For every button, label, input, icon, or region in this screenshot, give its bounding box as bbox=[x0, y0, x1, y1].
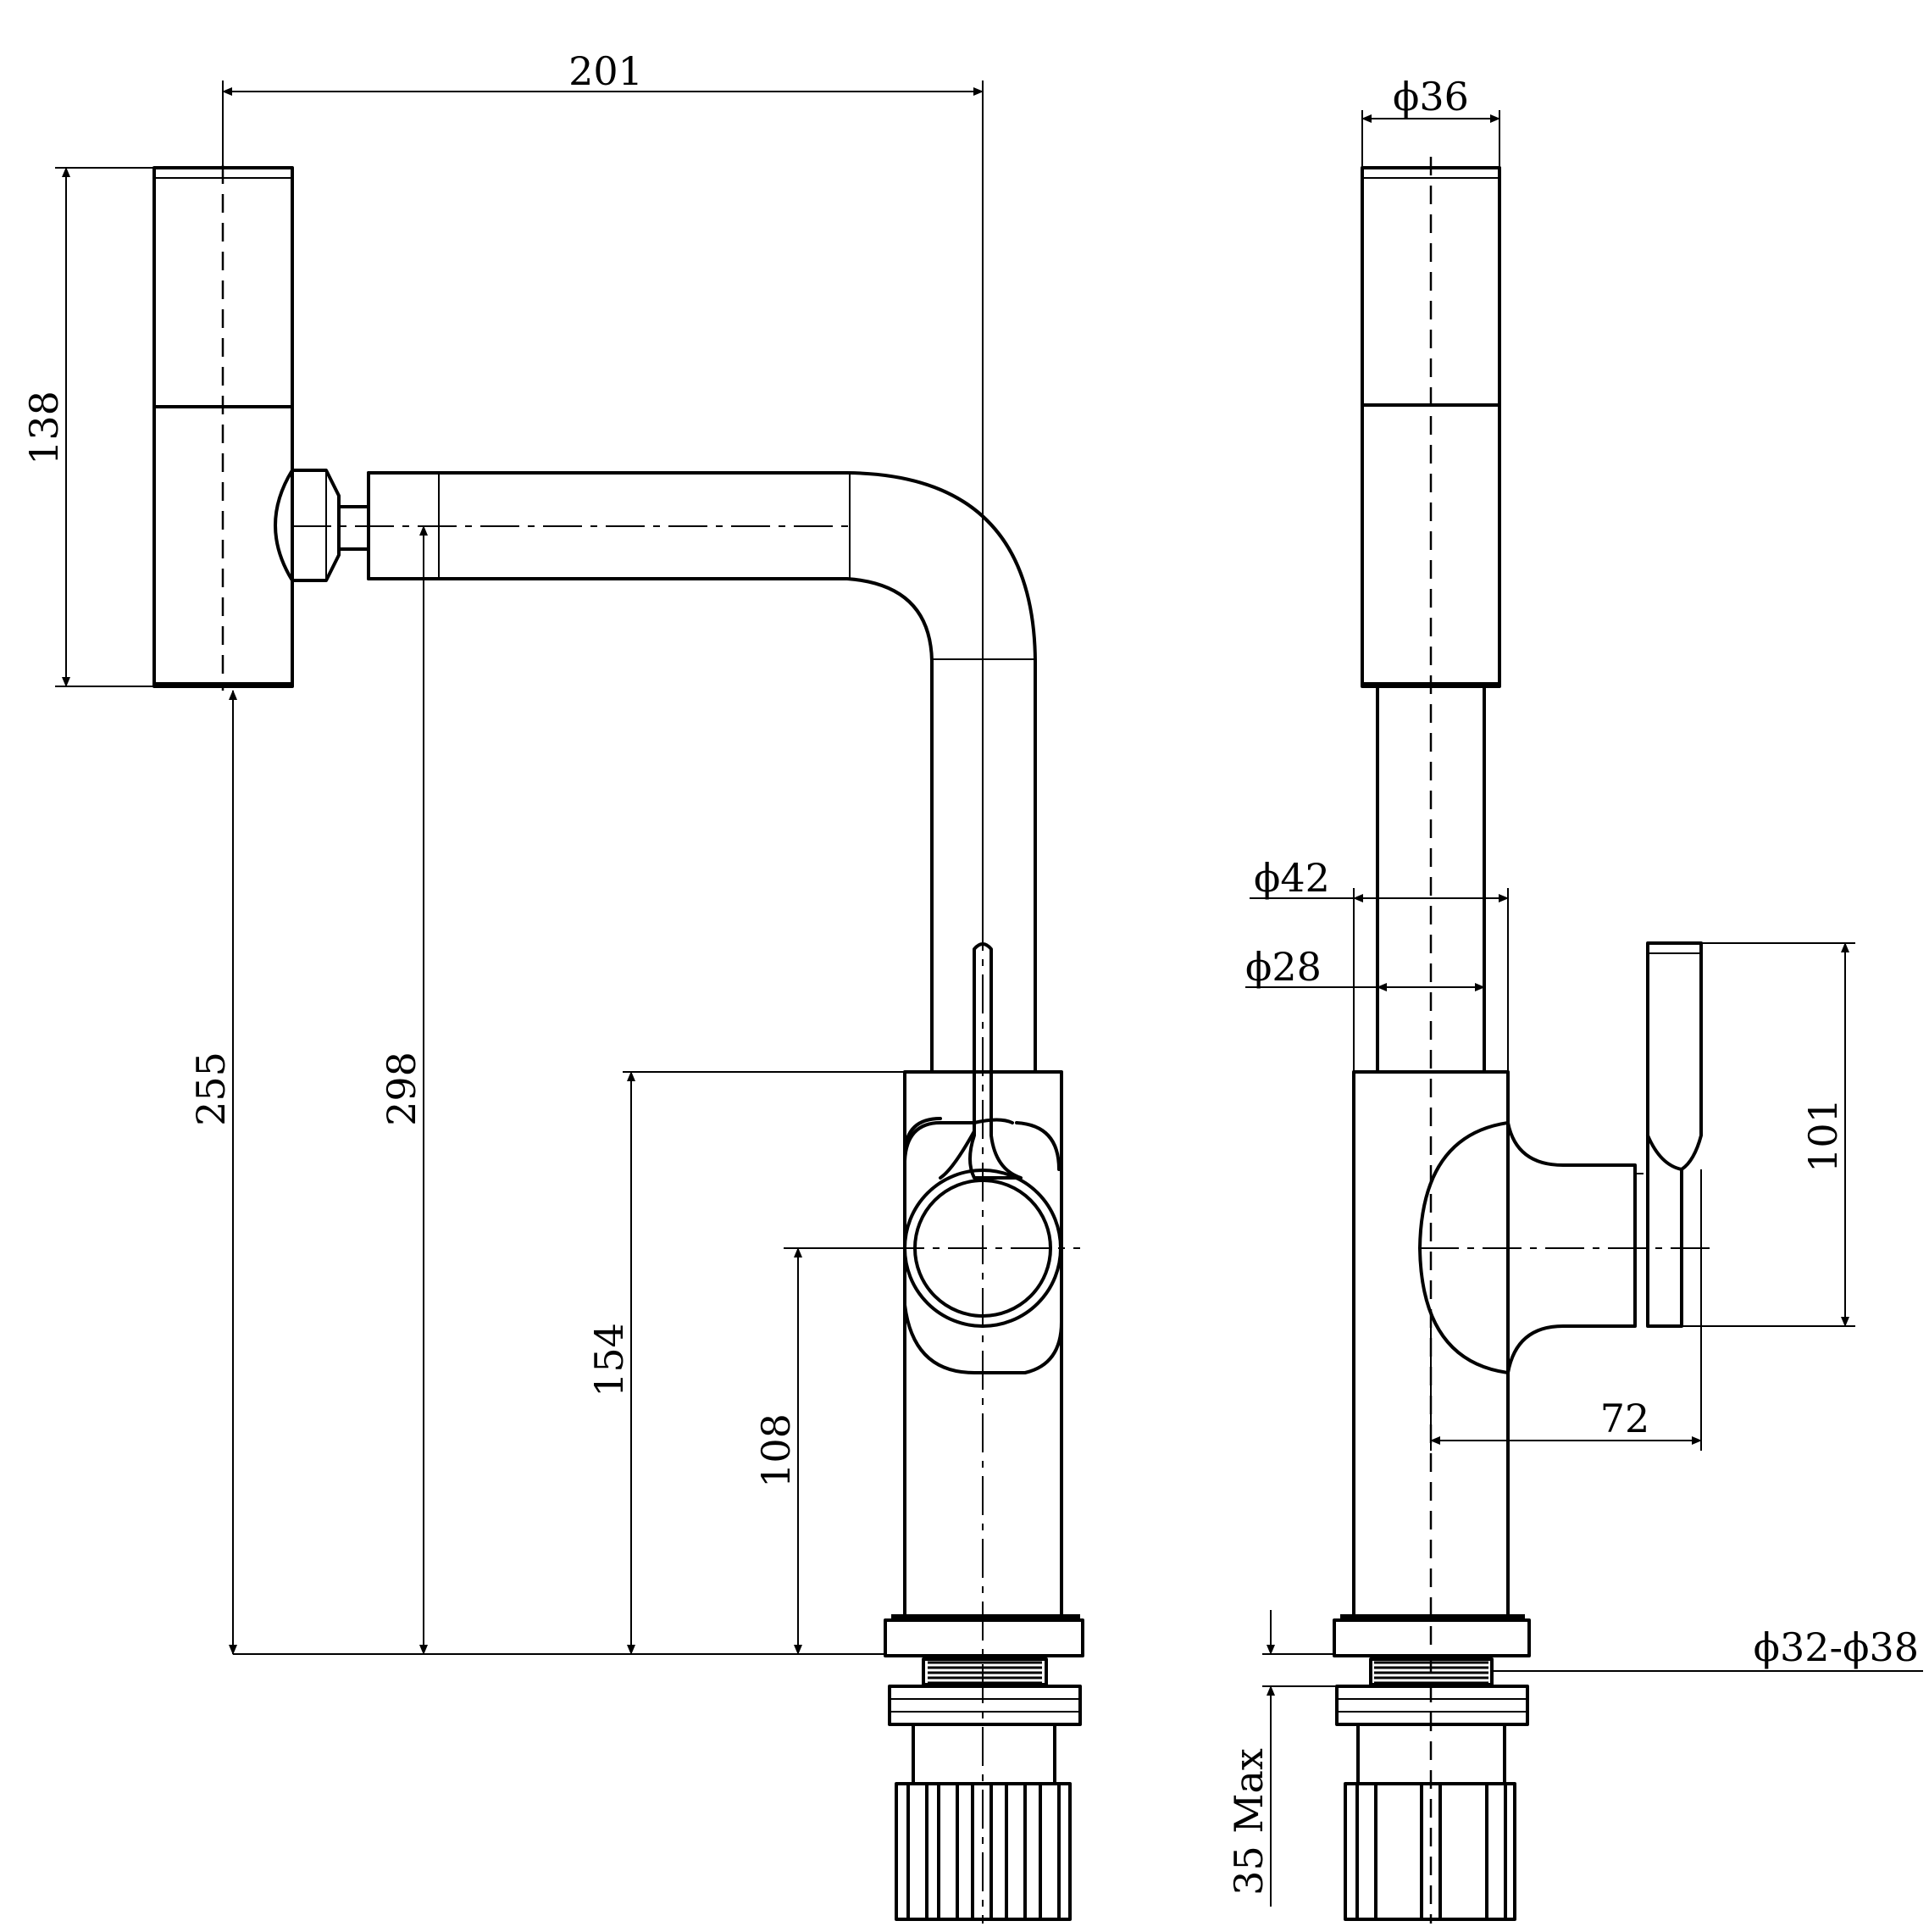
dimension-phi28: ϕ28 bbox=[1245, 944, 1485, 991]
mounting-shank bbox=[888, 1657, 1082, 1921]
dimension-201-label: 201 bbox=[568, 48, 643, 94]
front-view: ϕ36 ϕ42 ϕ28 101 72 bbox=[1226, 74, 1923, 1924]
spout-arm bbox=[367, 471, 1037, 1074]
dimension-154-label: 154 bbox=[586, 1323, 632, 1397]
front-mounting-shank bbox=[1335, 1657, 1529, 1921]
dimension-101: 101 bbox=[1682, 942, 1855, 1327]
dimension-35max-label: 35 Max bbox=[1226, 1748, 1272, 1896]
dimension-72-label: 72 bbox=[1600, 1396, 1650, 1441]
dimension-phi36-label: ϕ36 bbox=[1393, 74, 1469, 119]
faucet-body bbox=[884, 942, 1084, 1657]
thread-lines bbox=[928, 1661, 1042, 1685]
dimension-phi36: ϕ36 bbox=[1361, 74, 1500, 168]
dimension-138-label: 138 bbox=[21, 391, 67, 465]
dimension-101-label: 101 bbox=[1800, 1098, 1846, 1173]
dimension-72: 72 bbox=[1430, 1169, 1702, 1451]
dimension-phi32-38: ϕ32-ϕ38 bbox=[1492, 1624, 1923, 1672]
dimension-35max: 35 Max bbox=[1226, 1610, 1337, 1907]
side-view: 201 138 255 298 154 108 bbox=[21, 48, 1084, 1924]
dimension-138: 138 bbox=[21, 167, 154, 687]
dimension-154: 154 bbox=[586, 1071, 905, 1655]
dimension-phi42: ϕ42 bbox=[1250, 855, 1509, 1072]
dimension-255: 255 bbox=[188, 690, 237, 1655]
dimension-298: 298 bbox=[379, 525, 428, 1655]
dimension-255-label: 255 bbox=[188, 1052, 234, 1126]
front-body bbox=[1333, 941, 1703, 1657]
dimension-108: 108 bbox=[753, 1247, 905, 1655]
dimension-108-label: 108 bbox=[753, 1413, 799, 1488]
dimension-phi28-label: ϕ28 bbox=[1245, 944, 1322, 990]
dimension-201: 201 bbox=[222, 48, 984, 949]
dimension-phi42-label: ϕ42 bbox=[1254, 855, 1330, 901]
dimension-phi32-38-label: ϕ32-ϕ38 bbox=[1754, 1624, 1919, 1670]
dimension-298-label: 298 bbox=[379, 1052, 424, 1126]
